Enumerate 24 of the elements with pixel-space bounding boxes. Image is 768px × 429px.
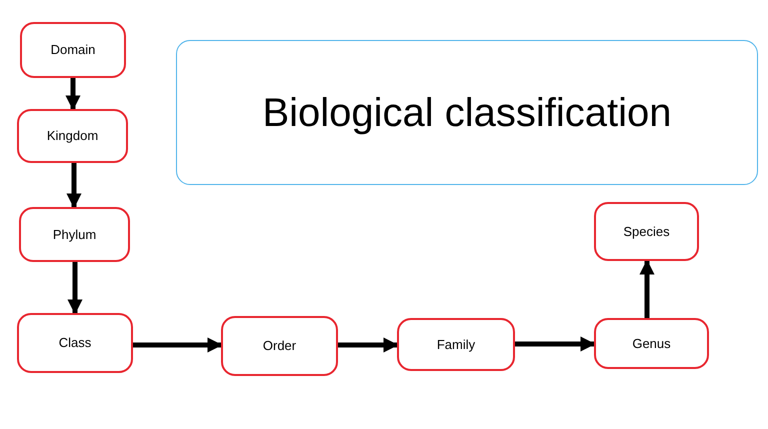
rank-box: [20, 22, 126, 78]
arrow: [66, 163, 82, 208]
arrow: [640, 260, 654, 318]
rank-label: Phylum: [52, 226, 96, 244]
rank-box: [594, 202, 699, 261]
rank-label: Domain: [50, 41, 96, 60]
arrow: [515, 336, 596, 352]
title: Biological classification: [262, 92, 672, 132]
arrow: [66, 78, 80, 110]
rank-label: Genus: [632, 334, 671, 353]
rank-label: Order: [262, 337, 296, 356]
rank-label: Class: [58, 334, 92, 352]
rank-box: [19, 207, 130, 262]
rank-box: [221, 316, 338, 376]
rank-label: Kingdom: [46, 127, 98, 146]
rank-label: Species: [623, 222, 670, 241]
arrow: [338, 338, 398, 352]
rank-box: [594, 318, 709, 369]
rank-label: Family: [436, 336, 476, 354]
rank-box: [17, 313, 133, 373]
arrow: [68, 262, 82, 314]
rank-box: [17, 109, 128, 163]
rank-box: [397, 318, 515, 371]
arrow: [133, 338, 222, 352]
